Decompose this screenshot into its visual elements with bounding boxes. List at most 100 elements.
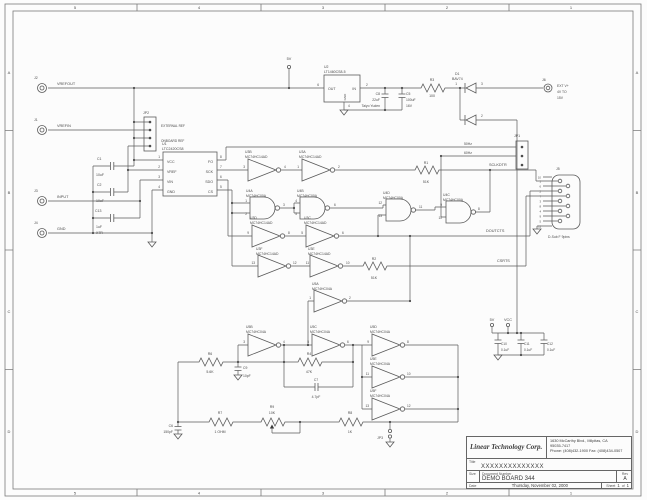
schematic-label: 5	[295, 212, 297, 216]
schematic-label: C	[636, 309, 639, 314]
ground-icon	[173, 433, 183, 440]
ic-u2-lt1460	[323, 74, 361, 103]
schematic-label: C10	[501, 342, 507, 346]
schematic-label: MC74HC04A	[310, 330, 331, 334]
date-label: Date	[469, 483, 477, 488]
schematic-label: JP1	[514, 134, 520, 138]
schematic-label: A	[8, 70, 11, 75]
schematic-label: DOUTCTS	[486, 229, 505, 233]
schematic-label: 10K	[269, 411, 276, 415]
jack-j2	[37, 83, 47, 93]
schematic-label: MC74HC00A	[443, 198, 464, 202]
schematic-label: 10uF	[96, 173, 104, 177]
schematic-label: 5	[301, 231, 303, 235]
ground-icon	[493, 354, 503, 361]
schematic-label: MC74HC00A	[383, 196, 404, 200]
schematic-label: GND	[343, 93, 347, 101]
schematic-label: 0.1uF	[547, 348, 555, 352]
schematic-label: 11	[306, 261, 310, 265]
schematic-label: 150pF	[163, 430, 173, 434]
dsub-j5	[551, 174, 581, 230]
schematic-label: R1	[424, 161, 429, 165]
schematic-label: 1	[539, 180, 541, 184]
schematic-label: 3	[243, 165, 245, 169]
schematic-label: JP2	[143, 111, 149, 115]
schematic-label: MC74HC00A	[246, 194, 267, 198]
rev-cell: Rev A	[616, 471, 631, 482]
title-block-header: Linear Technology Corp. 1630 McCarthy Bl…	[467, 437, 631, 459]
gate-u4b	[299, 196, 330, 220]
schematic-label: 11	[366, 372, 370, 376]
jack-j4	[37, 228, 47, 238]
schematic-label: 3	[322, 5, 325, 10]
schematic-label: CSRTS	[497, 259, 510, 263]
sheet-total: 1	[626, 483, 629, 488]
gate-u5b	[247, 333, 282, 357]
schematic-label: U1	[162, 142, 167, 146]
schematic-label: 8	[407, 340, 409, 344]
schematic-label: VCC	[167, 160, 175, 164]
document-number-label: Document Number	[482, 472, 512, 476]
schematic-label: 5	[307, 340, 309, 344]
schematic-label: MC74HC14AD	[304, 221, 327, 225]
schematic-label: 1	[570, 491, 573, 496]
schematic-label: 3	[158, 175, 160, 179]
jack-j6	[543, 83, 553, 93]
schematic-label: ONBOARD REF	[161, 139, 184, 143]
schematic-label: U3A	[299, 150, 306, 154]
schematic-label: OUT	[328, 87, 336, 91]
gate-u4c	[445, 200, 476, 224]
schematic-label: BAV74	[452, 77, 463, 81]
schematic-label: 12	[378, 201, 382, 205]
schematic-label: 1	[570, 5, 573, 10]
schematic-label: MC74HC04A	[312, 287, 333, 291]
schematic-label: 4	[284, 165, 286, 169]
schematic-label: 2	[366, 83, 368, 87]
schematic-label: 3	[243, 340, 245, 344]
schematic-label: U4B	[297, 189, 304, 193]
schematic-label: U4D	[383, 191, 390, 195]
gate-u5c	[311, 333, 346, 357]
schematic-label: C9	[243, 366, 247, 370]
title-label: Title	[469, 460, 476, 464]
schematic-label: 13	[251, 261, 255, 265]
gate-u4d	[385, 198, 416, 222]
diode-d1-bav74	[464, 82, 477, 126]
schematic-label: VIN	[167, 180, 173, 184]
schematic-label: 2	[158, 165, 160, 169]
schematic-label: 1	[309, 296, 311, 300]
schematic-label: R4	[307, 352, 312, 356]
schematic-label: MC74HC14AD	[250, 221, 273, 225]
schematic-label: VREFOUT	[57, 82, 76, 86]
sheet-number: 1	[617, 483, 620, 488]
schematic-label: 1	[297, 165, 299, 169]
schematic-label: R9	[270, 405, 275, 409]
resistor-r8	[336, 417, 364, 427]
inverter-gates	[247, 158, 406, 421]
schematic-label: 6	[317, 83, 319, 87]
address-line: 95035-7417	[550, 444, 571, 448]
schematic-label: C11	[524, 342, 530, 346]
gate-u3b	[247, 158, 282, 182]
resistor-r7	[206, 417, 234, 427]
schematic-label: SDO	[205, 180, 213, 184]
schematic-label: 6	[347, 340, 349, 344]
sheet-frame	[4, 3, 642, 497]
schematic-label: 6	[220, 175, 222, 179]
resistors	[196, 83, 446, 429]
schematic-label: 100uF	[406, 98, 416, 102]
schematic-label: LTC2420CS8	[162, 147, 184, 151]
schematic-label: 10	[438, 216, 442, 220]
gate-u5d	[371, 333, 406, 357]
schematic-label: 4V TO	[557, 90, 567, 94]
schematic-label: 1	[158, 155, 160, 159]
schematic-label: 5V	[490, 318, 495, 322]
gate-u3a	[301, 158, 336, 182]
document-number: DEMO BOARD 344	[482, 476, 535, 482]
schematic-label: U5B	[246, 325, 253, 329]
schematic-label: U5A	[312, 282, 319, 286]
schematic-label: U4A	[246, 189, 253, 193]
schematic-label: 5	[74, 491, 77, 496]
schematic-label: J2	[34, 76, 38, 80]
schematic-label: CS	[208, 190, 214, 194]
